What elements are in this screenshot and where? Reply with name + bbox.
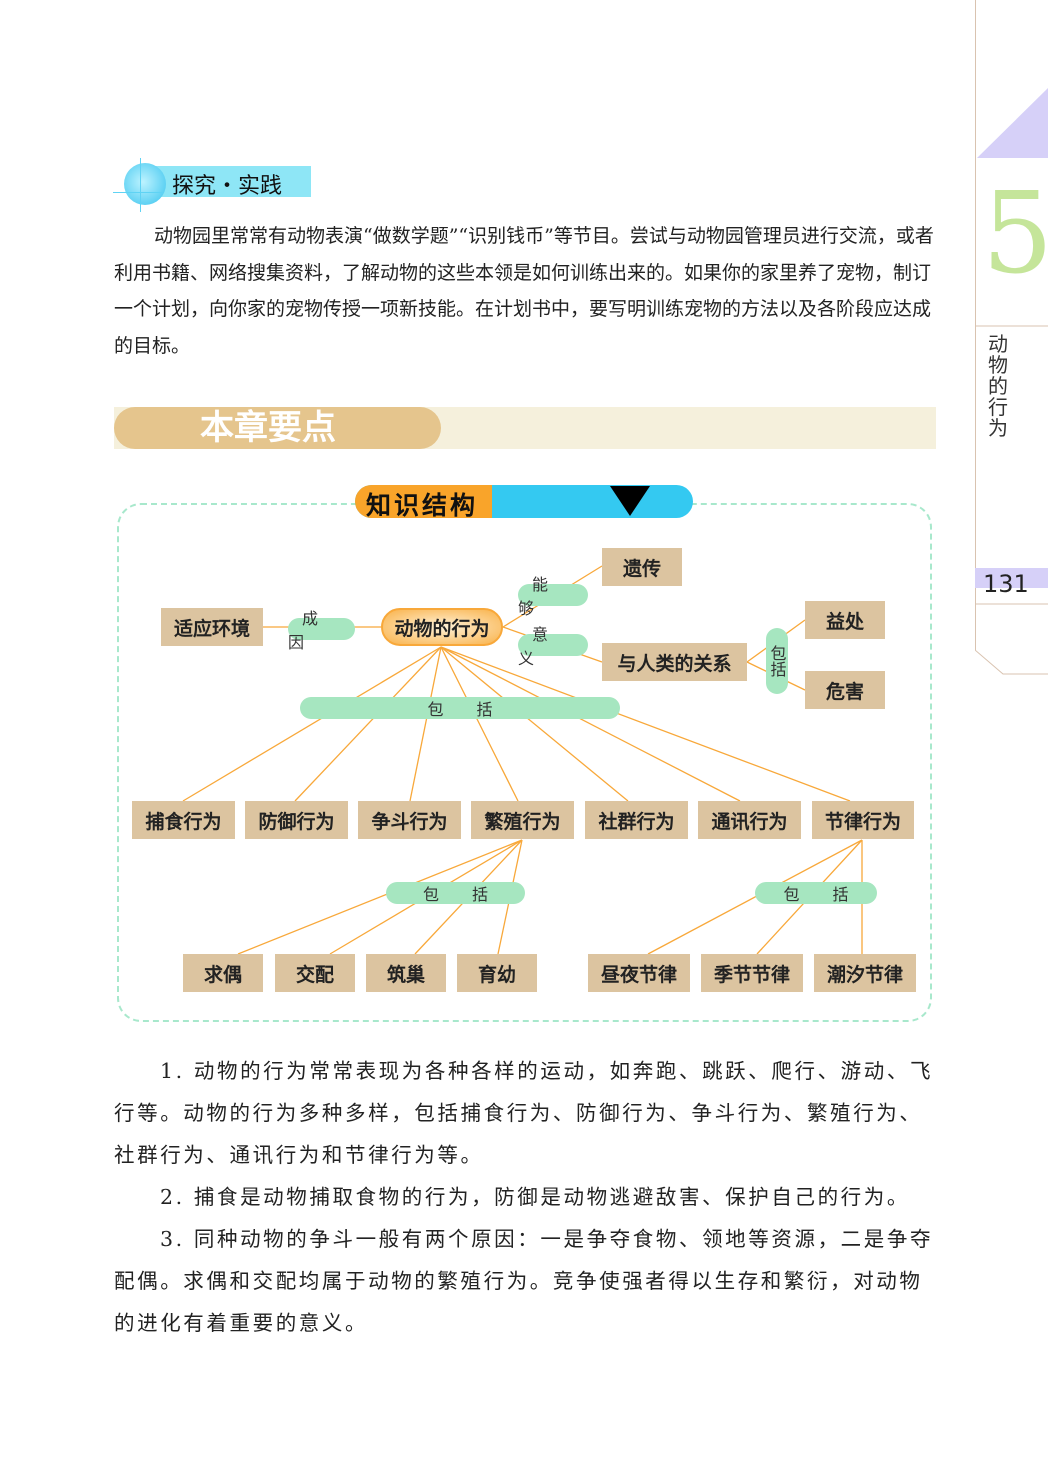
node-human-relation: 与人类的关系 [602, 643, 747, 681]
explore-title: 探究・实践 [172, 174, 283, 199]
node-rhythm: 昼夜节律 [588, 954, 690, 992]
node-rhythm: 潮汐节律 [814, 954, 916, 992]
node-behavior: 防御行为 [245, 801, 348, 839]
node-behavior: 繁殖行为 [471, 801, 574, 839]
section-title: 本章要点 [200, 408, 336, 448]
chapter-number: 5 [982, 169, 1048, 299]
label-cause: 成 因 [288, 609, 355, 652]
node-repro: 筑巢 [366, 954, 446, 992]
node-harm: 危害 [805, 671, 885, 709]
side-decoration [975, 88, 1048, 675]
label-can: 能 够 [518, 575, 588, 618]
chapter-title: 动物的行为 [988, 332, 1008, 440]
crosshair-icon [140, 158, 141, 212]
label-repro-include: 包 括 [386, 882, 525, 904]
explore-text: 动物园里常常有动物表演“做数学题”“识别钱币”等节目。尝试与动物园管理员进行交流… [114, 225, 934, 357]
crosshair-icon-h [113, 192, 163, 193]
node-behavior: 捕食行为 [132, 801, 235, 839]
node-repro: 求偶 [183, 954, 263, 992]
node-behavior: 节律行为 [812, 801, 914, 839]
section-banner [114, 407, 441, 449]
triangle-down-icon [610, 486, 650, 516]
node-center: 动物的行为 [381, 608, 503, 646]
page-number: 131 [983, 570, 1029, 598]
explore-header [150, 166, 311, 197]
label-include: 包 括 [300, 697, 620, 719]
summary-points: 1. 动物的行为常常表现为各种各样的运动，如奔跑、跳跃、爬行、游动、飞行等。动物… [114, 1050, 936, 1344]
node-heredity: 遗传 [602, 548, 682, 586]
summary-point: 3. 同种动物的争斗一般有两个原因：一是争夺食物、领地等资源，二是争夺配偶。求偶… [114, 1227, 934, 1335]
summary-point: 1. 动物的行为常常表现为各种各样的运动，如奔跑、跳跃、爬行、游动、飞行等。动物… [114, 1059, 934, 1167]
node-benefit: 益处 [805, 601, 885, 639]
summary-point: 2. 捕食是动物捕取食物的行为，防御是动物逃避敌害、保护自己的行为。 [160, 1185, 910, 1209]
node-repro: 育幼 [457, 954, 537, 992]
node-behavior: 争斗行为 [358, 801, 461, 839]
node-cause: 适应环境 [161, 608, 263, 646]
label-rhythm-include: 包 括 [755, 882, 877, 904]
diagram-title: 知识结构 [366, 491, 479, 520]
diagram-lines [182, 565, 863, 955]
globe-icon [124, 163, 166, 205]
node-rhythm: 季节节律 [701, 954, 803, 992]
node-repro: 交配 [275, 954, 355, 992]
node-behavior: 通讯行为 [698, 801, 801, 839]
label-relation-include: 包括 [766, 628, 788, 694]
node-behavior: 社群行为 [585, 801, 688, 839]
side-border [975, 0, 976, 650]
label-meaning: 意 义 [518, 625, 588, 668]
